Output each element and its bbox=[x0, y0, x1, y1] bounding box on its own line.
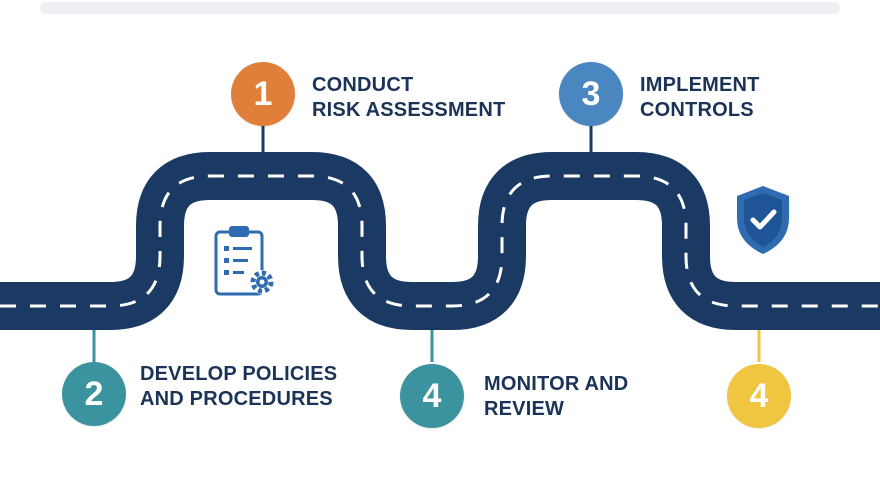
step-4-label-line-1: MONITOR AND bbox=[484, 373, 629, 395]
step-3-label-line-1: IMPLEMENT bbox=[640, 74, 760, 96]
step-1-label-line-2: RISK ASSESSMENT bbox=[312, 99, 506, 121]
step-3-label: IMPLEMENT CONTROLS bbox=[640, 73, 760, 123]
step-4-badge: 4 bbox=[400, 364, 464, 428]
step-1-number: 1 bbox=[253, 74, 273, 113]
step-1-badge: 1 bbox=[231, 62, 295, 126]
road-center-dashes bbox=[0, 174, 880, 308]
step-3-label-line-2: CONTROLS bbox=[640, 99, 754, 121]
step-4-label: MONITOR AND REVIEW bbox=[484, 372, 628, 422]
step-5-badge: 4 bbox=[727, 364, 791, 428]
step-2-label-line-2: AND PROCEDURES bbox=[140, 388, 333, 410]
step-4-number: 4 bbox=[422, 376, 442, 415]
step-5-number: 4 bbox=[749, 376, 769, 415]
step-2-label-line-1: DEVELOP POLICIES bbox=[140, 363, 338, 385]
step-2-number: 2 bbox=[84, 374, 104, 413]
step-4-label-line-2: REVIEW bbox=[484, 398, 565, 420]
clipboard-gear-icon bbox=[214, 226, 274, 296]
shield-check-icon bbox=[737, 186, 789, 254]
step-3-number: 3 bbox=[581, 74, 601, 113]
step-1-label-line-1: CONDUCT bbox=[312, 74, 414, 96]
step-2-badge: 2 bbox=[62, 362, 126, 426]
step-1-label: CONDUCT RISK ASSESSMENT bbox=[312, 73, 505, 123]
step-3-badge: 3 bbox=[559, 62, 623, 126]
step-2-label: DEVELOP POLICIES AND PROCEDURES bbox=[140, 362, 337, 412]
faded-header-bar bbox=[40, 2, 840, 14]
